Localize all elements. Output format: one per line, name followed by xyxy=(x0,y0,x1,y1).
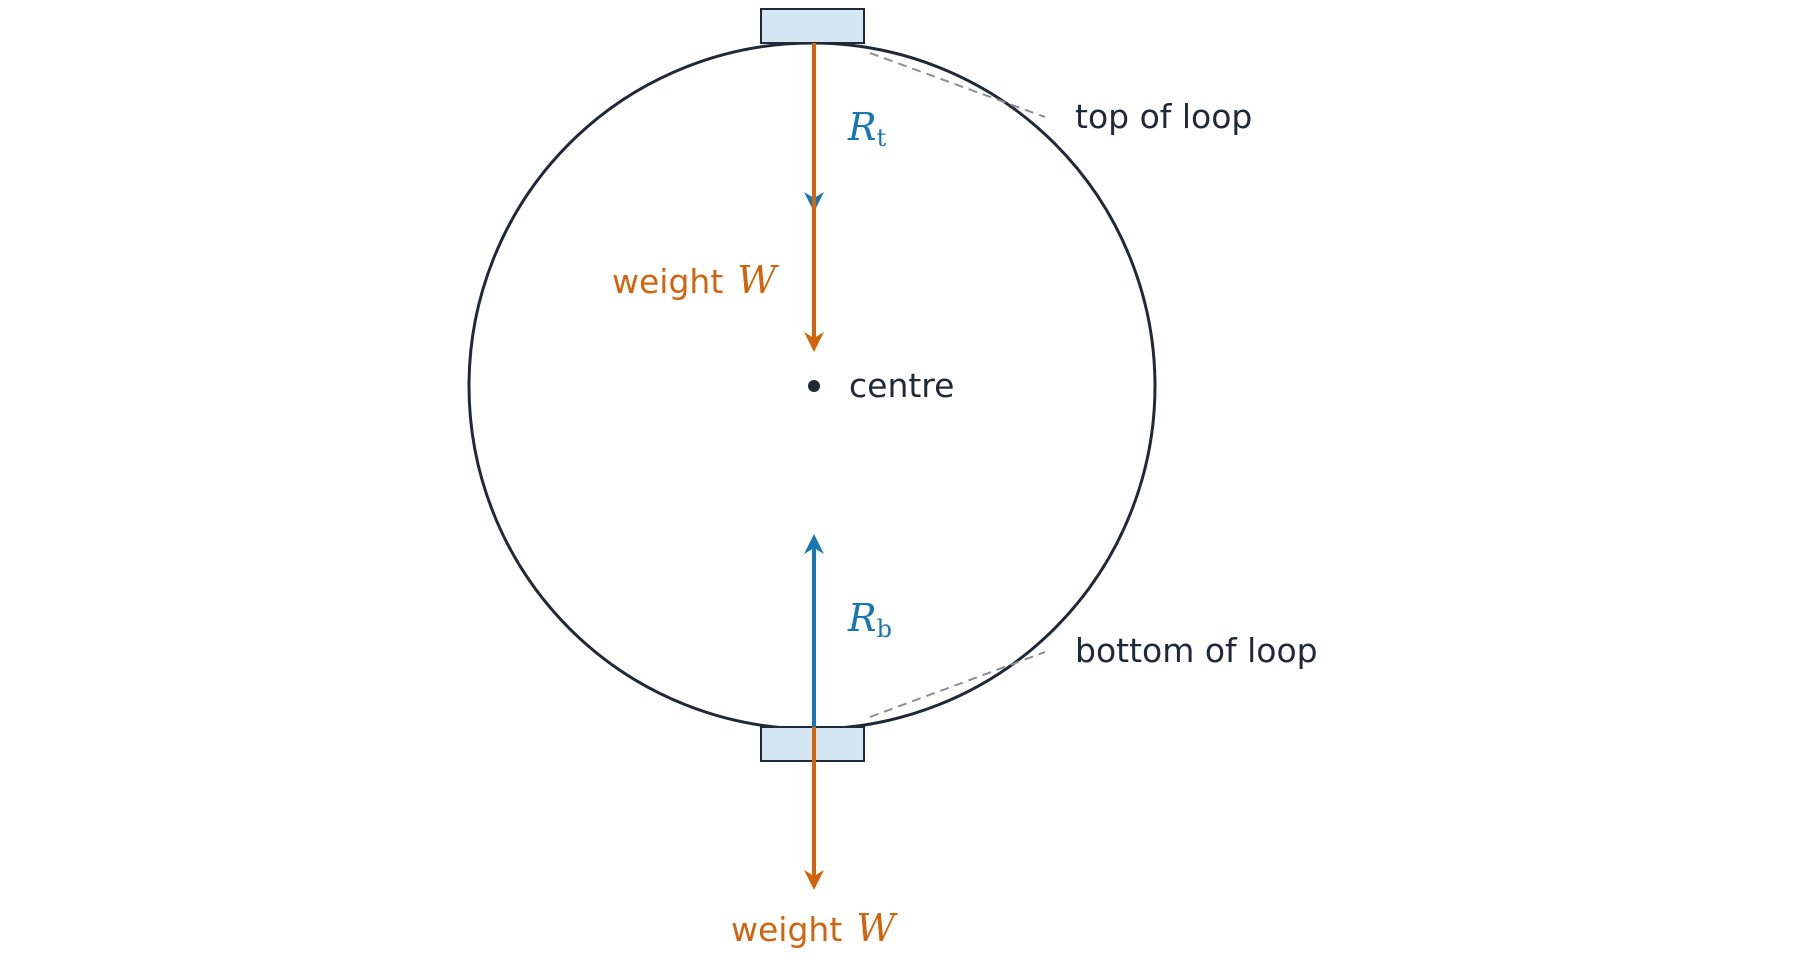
bottom-leader-line xyxy=(869,651,1046,718)
top-leader-line xyxy=(869,52,1046,118)
weight-bottom-label: weight W xyxy=(731,906,898,950)
weight-bottom-symbol: W xyxy=(856,906,898,950)
weight-top-symbol: W xyxy=(737,258,779,302)
weight-bottom-word: weight xyxy=(731,910,842,949)
centre-label: centre xyxy=(849,366,954,405)
reaction-top-symbol: R xyxy=(847,105,877,149)
centre-dot xyxy=(808,380,820,392)
reaction-bottom-label: Rb xyxy=(847,596,892,643)
reaction-bottom-symbol: R xyxy=(847,596,877,640)
reaction-bottom-subscript: b xyxy=(877,615,892,643)
reaction-top-subscript: t xyxy=(877,124,887,152)
car-top xyxy=(760,8,865,44)
weight-top-word: weight xyxy=(612,262,723,301)
bottom-of-loop-label: bottom of loop xyxy=(1075,631,1318,670)
reaction-top-label: Rt xyxy=(847,105,887,152)
weight-top-label: weight W xyxy=(612,258,779,302)
top-of-loop-label: top of loop xyxy=(1075,97,1252,136)
